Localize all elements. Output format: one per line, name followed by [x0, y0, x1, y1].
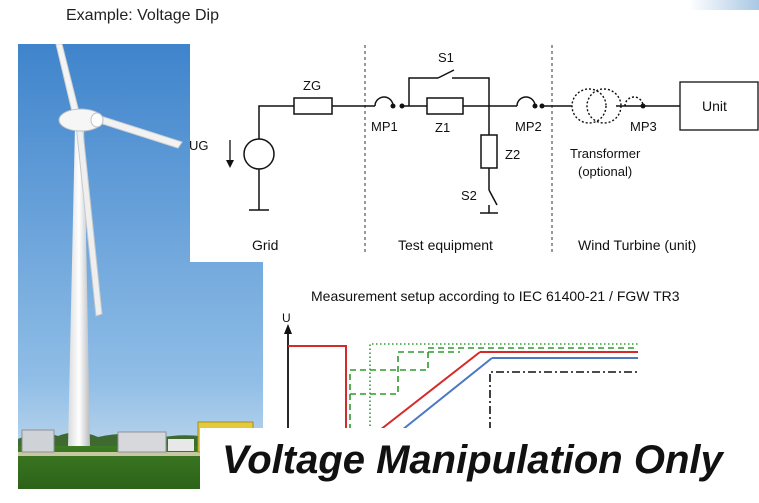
z2-label: Z2 [505, 147, 520, 162]
corner-decoration [689, 0, 759, 10]
s1-switch [437, 69, 455, 79]
mp3-label: MP3 [630, 119, 657, 134]
red-recovery-line [379, 351, 481, 430]
setup-caption: Measurement setup according to IEC 61400… [311, 288, 680, 304]
z1-impedance [426, 97, 464, 115]
transformer-icon [571, 88, 622, 124]
y-axis-arrow-icon [284, 324, 292, 334]
s1-label: S1 [438, 50, 454, 65]
mp1-icon [374, 96, 405, 109]
ug-label: UG [189, 138, 209, 153]
blue-recovery-line [401, 357, 493, 430]
ug-arrow-icon [226, 160, 234, 168]
z2-impedance [480, 134, 498, 169]
unit-label: Unit [702, 98, 727, 114]
green-dashed-curve-1 [349, 347, 638, 430]
zg-label: ZG [303, 78, 321, 93]
green-dotted-curve [369, 343, 638, 430]
mp2-label: MP2 [515, 119, 542, 134]
green-dashed-curve-2 [350, 351, 460, 395]
transformer-label: Transformer [570, 146, 641, 161]
mp1-label: MP1 [371, 119, 398, 134]
red-voltage-curve [288, 345, 347, 430]
voltage-dip-plot: U [282, 311, 638, 430]
section-grid-label: Grid [252, 237, 278, 253]
section-test-label: Test equipment [398, 237, 493, 253]
circuit-diagram: UG ZG MP1 Z1 S1 MP2 Z2 S2 Transformer (o… [189, 45, 759, 255]
overlay-banner: Voltage Manipulation Only [200, 428, 759, 503]
black-dashdot-curve [489, 371, 638, 430]
mp3-icon [624, 96, 646, 109]
voltage-source-icon [243, 138, 275, 170]
slide-title: Example: Voltage Dip [66, 7, 219, 24]
section-turbine-label: Wind Turbine (unit) [578, 237, 696, 253]
s2-label: S2 [461, 188, 477, 203]
zg-impedance [293, 97, 333, 115]
mp2-icon [516, 96, 545, 109]
z1-label: Z1 [435, 120, 450, 135]
unit-box [679, 81, 759, 131]
s2-switch [488, 189, 498, 206]
transformer-optional-label: (optional) [578, 164, 632, 179]
y-axis-label: U [282, 311, 291, 325]
banner-text: Voltage Manipulation Only [222, 438, 723, 482]
